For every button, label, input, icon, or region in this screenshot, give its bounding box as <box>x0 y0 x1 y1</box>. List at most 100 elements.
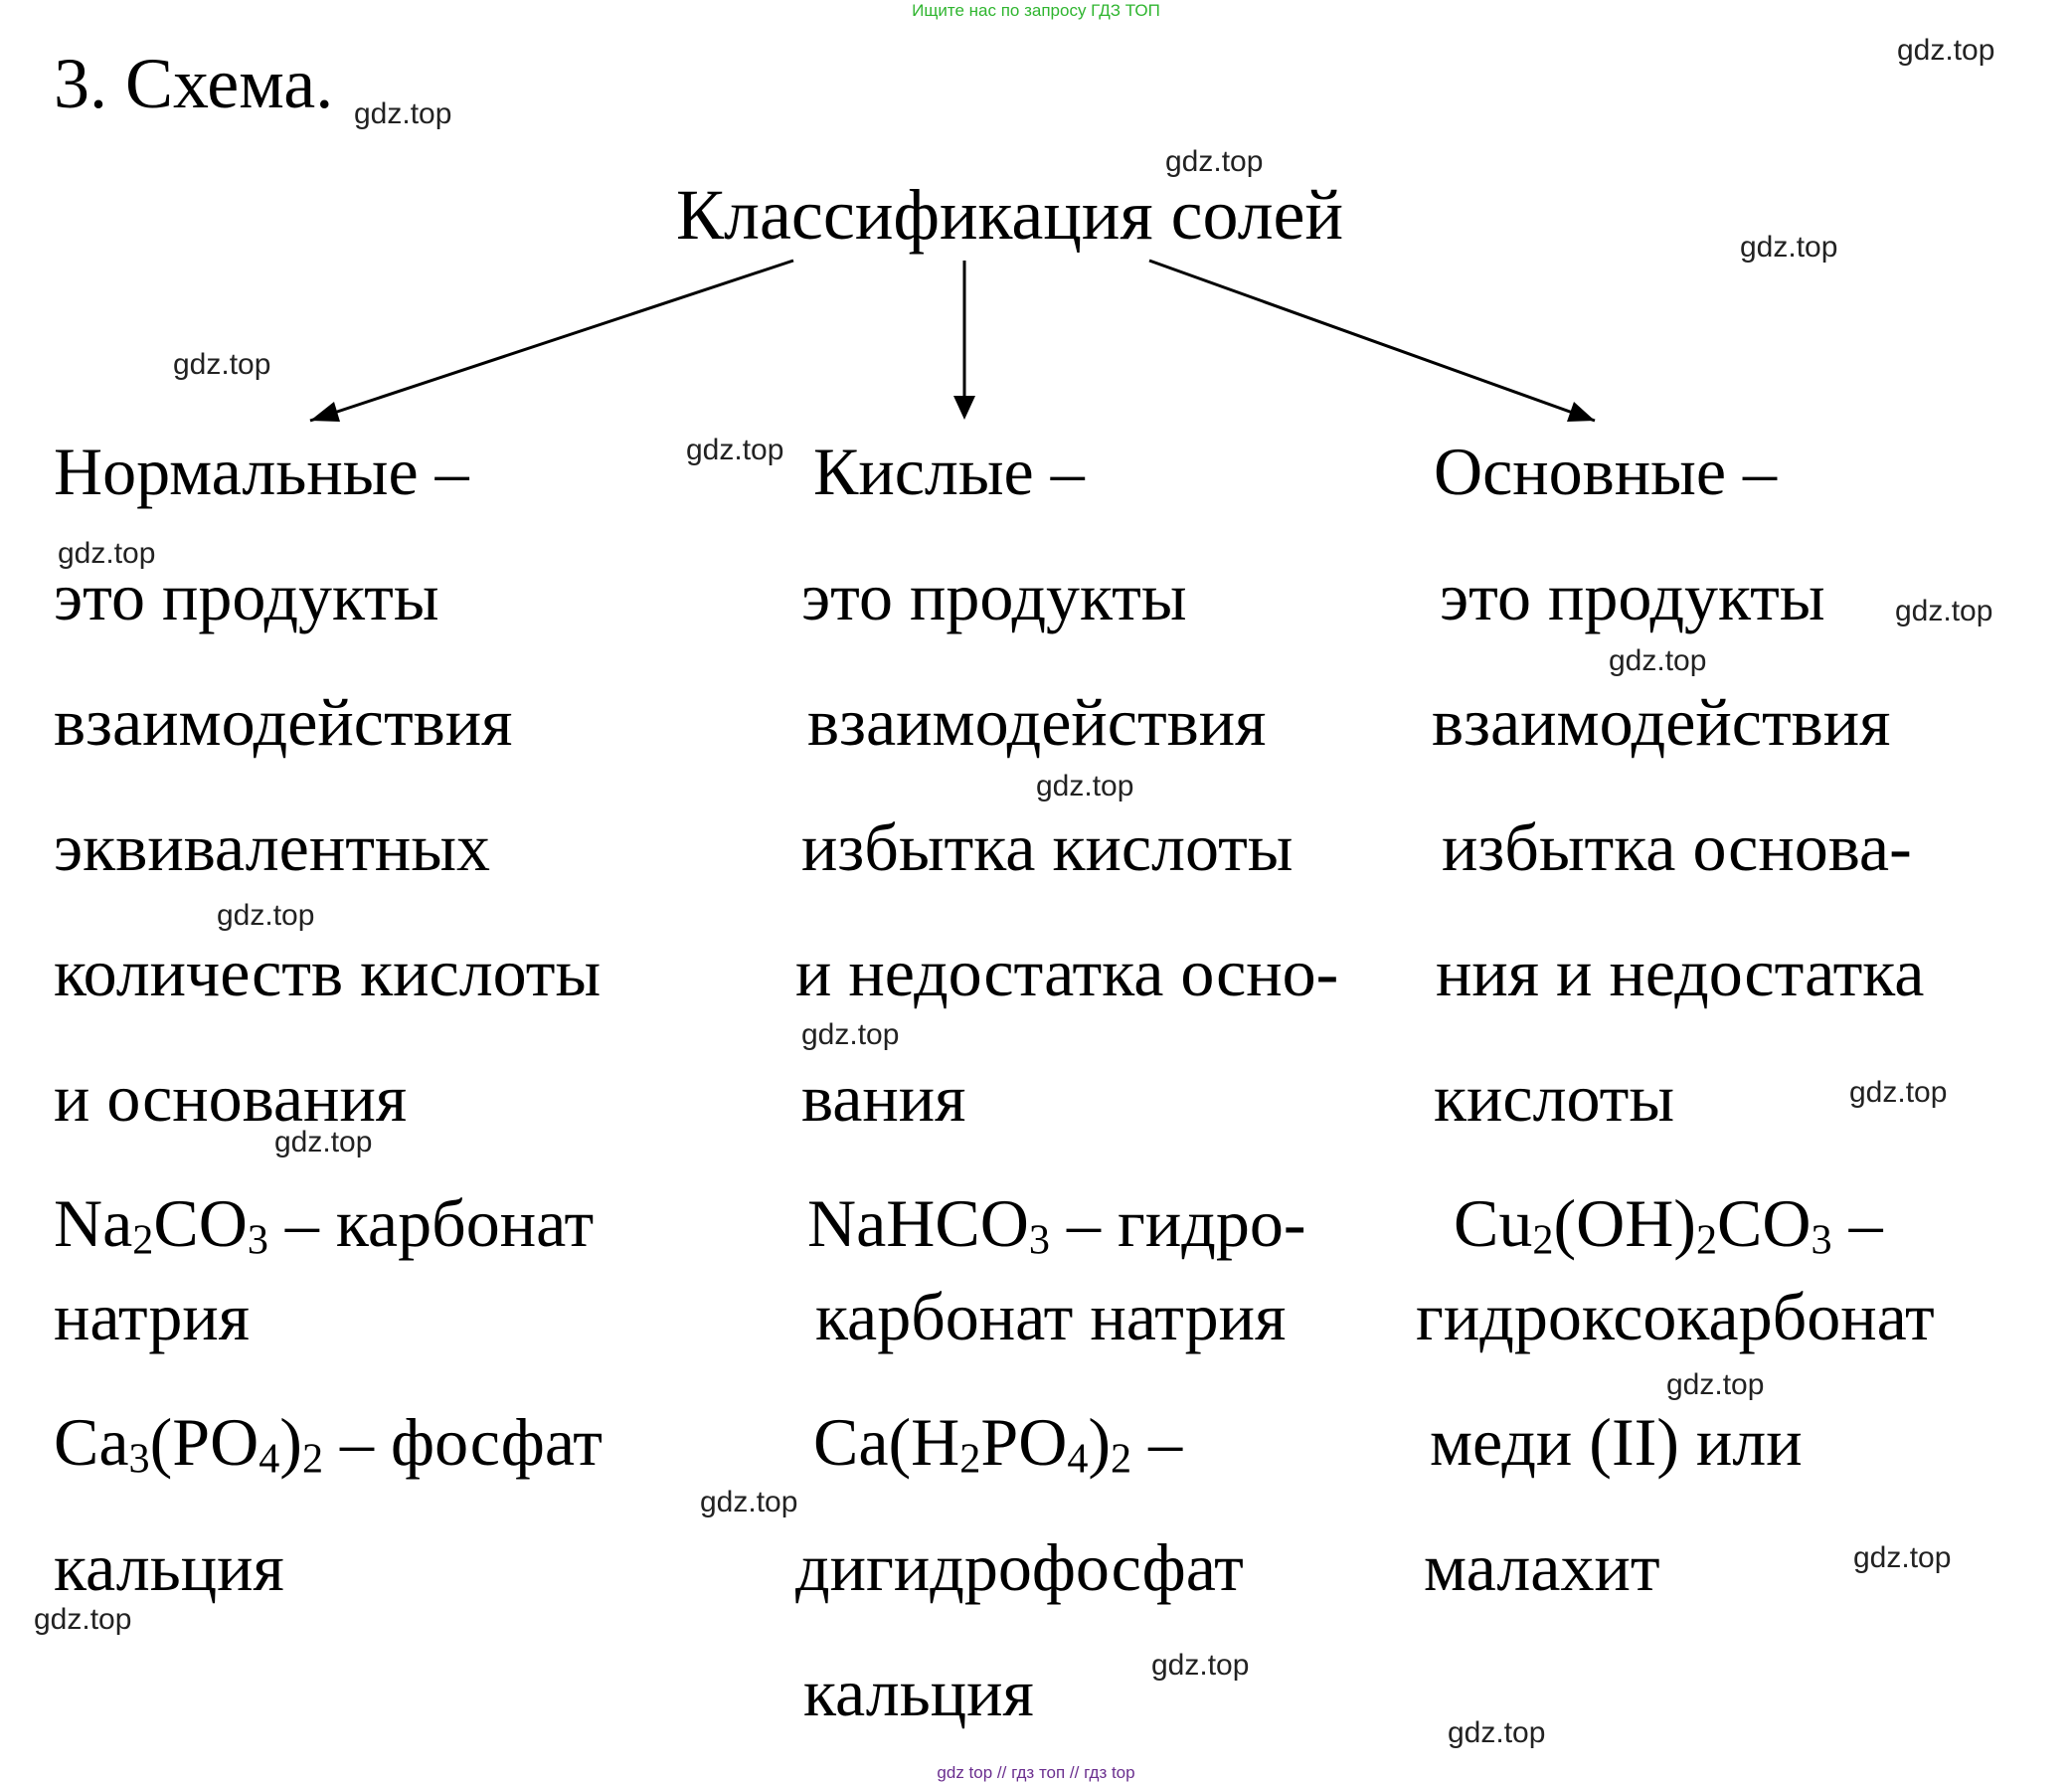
text-segment: взаимодействия <box>1432 684 1891 760</box>
watermark: gdz.top <box>1666 1368 1765 1401</box>
watermark: gdz.top <box>1895 595 1993 627</box>
column-0-line-5: и основания <box>54 1064 407 1132</box>
text-segment: ) <box>279 1404 302 1480</box>
watermark: gdz.top <box>173 348 271 381</box>
text-segment: Основные – <box>1434 434 1778 509</box>
watermark: gdz.top <box>686 434 784 466</box>
column-1-line-5: вания <box>801 1064 965 1132</box>
subscript: 3 <box>128 1435 150 1483</box>
arrowhead-right <box>1567 402 1595 422</box>
watermark: gdz.top <box>34 1603 132 1636</box>
subscript: 4 <box>1067 1435 1089 1483</box>
text-segment: – фосфат <box>323 1404 603 1480</box>
subscript: 3 <box>1028 1216 1050 1264</box>
column-2-line-0: Основные – <box>1434 438 1777 505</box>
column-1-line-10: кальция <box>803 1659 1034 1726</box>
column-1-line-7: карбонат натрия <box>815 1283 1286 1350</box>
text-segment: взаимодействия <box>54 684 513 760</box>
column-0-line-9: кальция <box>54 1533 284 1601</box>
watermark: gdz.top <box>700 1486 798 1518</box>
text-segment: малахит <box>1424 1529 1660 1605</box>
text-segment: кислоты <box>1434 1060 1675 1136</box>
subscript: 2 <box>1532 1216 1554 1264</box>
column-1-line-4: и недостатка осно- <box>795 939 1338 1006</box>
watermark: gdz.top <box>1151 1649 1250 1682</box>
column-2-line-1: это продукты <box>1440 563 1825 630</box>
text-segment: Na <box>54 1185 133 1261</box>
column-0-line-1: это продукты <box>54 563 439 630</box>
text-segment: Ca <box>54 1404 129 1480</box>
subscript: 3 <box>1811 1216 1832 1264</box>
column-2-line-8: меди (II) или <box>1430 1408 1803 1476</box>
text-segment: гидроксокарбонат <box>1416 1279 1935 1354</box>
watermark: gdz.top <box>1165 145 1264 178</box>
text-segment: натрия <box>54 1279 251 1354</box>
text-segment: ) <box>1088 1404 1112 1480</box>
watermark: gdz.top <box>1740 231 1838 264</box>
watermark: gdz.top <box>1036 770 1134 802</box>
subscript: 4 <box>259 1435 280 1483</box>
text-segment: CO <box>153 1185 248 1261</box>
text-segment: PO <box>980 1404 1068 1480</box>
text-segment: это продукты <box>1440 559 1825 634</box>
column-1-line-1: это продукты <box>801 563 1187 630</box>
arrow-right <box>1148 259 1596 423</box>
watermark: gdz.top <box>1853 1541 1952 1574</box>
text-segment: меди (II) или <box>1430 1404 1803 1480</box>
text-segment: карбонат натрия <box>815 1279 1287 1354</box>
text-segment: Cu <box>1454 1185 1533 1261</box>
subscript: 2 <box>132 1216 154 1264</box>
subscript: 2 <box>1111 1435 1132 1483</box>
column-2-line-9: малахит <box>1424 1533 1660 1601</box>
text-segment: NaHCO <box>807 1185 1029 1261</box>
heading: 3. Схема. <box>54 44 334 123</box>
column-0-line-4: количеств кислоты <box>54 939 601 1006</box>
text-segment: кальция <box>803 1655 1034 1730</box>
text-segment: – гидро- <box>1049 1185 1306 1261</box>
subscript: 2 <box>1695 1216 1718 1264</box>
text-segment: избытка основа- <box>1442 809 1912 885</box>
text-segment: – карбонат <box>267 1185 595 1261</box>
subscript: 2 <box>301 1435 324 1483</box>
watermark: gdz.top <box>354 97 452 130</box>
column-2-line-5: кислоты <box>1434 1064 1674 1132</box>
text-segment: (OH) <box>1553 1185 1696 1261</box>
watermark: gdz.top <box>217 899 315 932</box>
watermark: gdz.top <box>274 1126 373 1158</box>
text-segment: Ca(H <box>813 1404 960 1480</box>
text-segment: дигидрофосфат <box>795 1529 1244 1605</box>
footer: gdz top // гдз топ // гдз top <box>937 1763 1135 1782</box>
text-segment: это продукты <box>801 559 1187 634</box>
text-segment: и недостатка осно- <box>795 935 1339 1010</box>
subscript: 2 <box>959 1435 981 1483</box>
arrowhead-left <box>310 402 340 422</box>
text-segment: Нормальные – <box>54 434 469 509</box>
text-segment: CO <box>1717 1185 1812 1261</box>
arrow-left <box>309 259 794 423</box>
text-segment: вания <box>801 1060 966 1136</box>
column-0-line-8: Ca3(PO4)2 – фосфат <box>54 1408 603 1480</box>
text-segment: кальция <box>54 1529 284 1605</box>
column-1-line-6: NaHCO3 – гидро- <box>807 1189 1305 1261</box>
column-2-line-2: взаимодействия <box>1432 688 1890 756</box>
column-1-line-8: Ca(H2PO4)2 – <box>813 1408 1182 1480</box>
watermark: gdz.top <box>1448 1716 1546 1749</box>
column-1-line-2: взаимодействия <box>807 688 1266 756</box>
column-2-line-7: гидроксокарбонат <box>1416 1283 1935 1350</box>
root-label: Классификация солей <box>676 175 1343 255</box>
text-segment: это продукты <box>54 559 439 634</box>
text-segment: взаимодействия <box>807 684 1267 760</box>
column-2-line-6: Cu2(OH)2CO3 – <box>1454 1189 1883 1261</box>
column-1-line-3: избытка кислоты <box>801 813 1294 881</box>
text-segment: эквивалентных <box>54 809 491 885</box>
watermark: gdz.top <box>1849 1076 1948 1109</box>
text-segment: Кислые – <box>813 434 1085 509</box>
watermark: gdz.top <box>801 1018 900 1051</box>
column-0-line-3: эквивалентных <box>54 813 490 881</box>
column-0-line-0: Нормальные – <box>54 438 469 505</box>
column-0-line-6: Na2CO3 – карбонат <box>54 1189 594 1261</box>
watermark: gdz.top <box>58 537 156 570</box>
text-segment: и основания <box>54 1060 408 1136</box>
subscript: 3 <box>247 1216 268 1264</box>
